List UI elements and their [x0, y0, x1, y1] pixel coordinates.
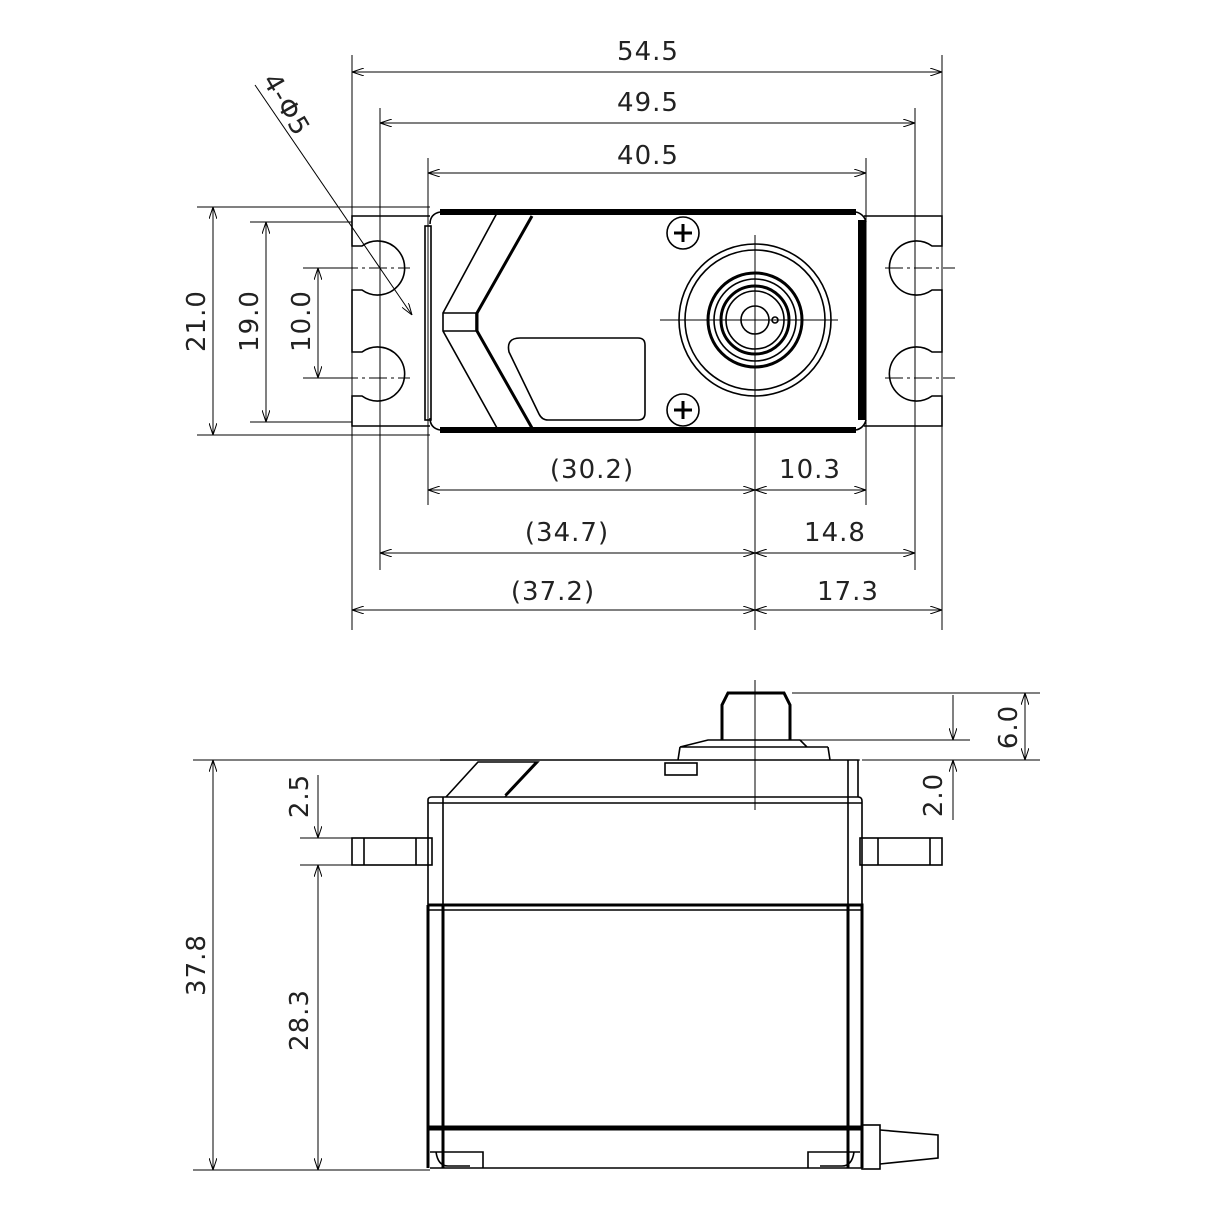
- dim-body-width: 40.5: [617, 141, 679, 171]
- right-mounting-tab: [859, 837, 943, 866]
- servo-body-side: [351, 691, 943, 1170]
- hole-leader-line: [254, 84, 412, 315]
- window-recess: [507, 337, 646, 421]
- side-extension-lines: [193, 680, 1040, 1171]
- dim-height-overall: 21.0: [182, 290, 212, 352]
- case-top: [424, 209, 867, 433]
- screw-icon: [666, 216, 700, 250]
- dim-flange-height: 19.0: [235, 290, 265, 352]
- output-hub: [677, 739, 831, 761]
- dim-width-overall: 54.5: [617, 37, 679, 67]
- dim-shaft-to-edge: 17.3: [817, 577, 879, 607]
- left-flange: [351, 215, 430, 427]
- left-mounting-tab: [351, 837, 433, 866]
- dim-hub-height: 2.0: [919, 773, 949, 817]
- dim-hole-spacing-y: 10.0: [287, 290, 317, 352]
- side-view: 37.8 2.5 28.3 6.0 2.0: [182, 680, 1040, 1171]
- chevron-panel: [442, 212, 498, 429]
- cable-connector: [861, 1124, 939, 1170]
- screw-icon: [666, 393, 700, 427]
- dim-shaft-to-hole: 14.8: [804, 518, 866, 548]
- top-view: 54.5 49.5 40.5 4-Φ5 21.0 19.0 10.0: [182, 37, 955, 630]
- left-foot: [430, 1151, 484, 1168]
- dim-flange-to-bottom: 28.3: [285, 989, 315, 1051]
- output-shaft-circles: [660, 235, 838, 405]
- output-spline: [720, 691, 792, 740]
- dim-flange-thickness: 2.5: [285, 774, 315, 818]
- right-flange: [864, 215, 943, 427]
- dim-shaft-to-body-end: 10.3: [779, 455, 841, 485]
- hole-centerlines: [340, 267, 955, 379]
- right-foot: [807, 1151, 860, 1168]
- dim-hole-spacing-x: 49.5: [617, 88, 679, 118]
- dim-total-height: 37.8: [182, 934, 212, 996]
- hole-callout: 4-Φ5: [256, 69, 315, 142]
- cap-notch: [664, 762, 698, 776]
- dim-hole-to-shaft: (34.7): [525, 518, 609, 548]
- dim-spline-height: 6.0: [994, 705, 1024, 749]
- dim-edge-to-shaft: (37.2): [511, 577, 595, 607]
- dim-body-to-shaft: (30.2): [550, 455, 634, 485]
